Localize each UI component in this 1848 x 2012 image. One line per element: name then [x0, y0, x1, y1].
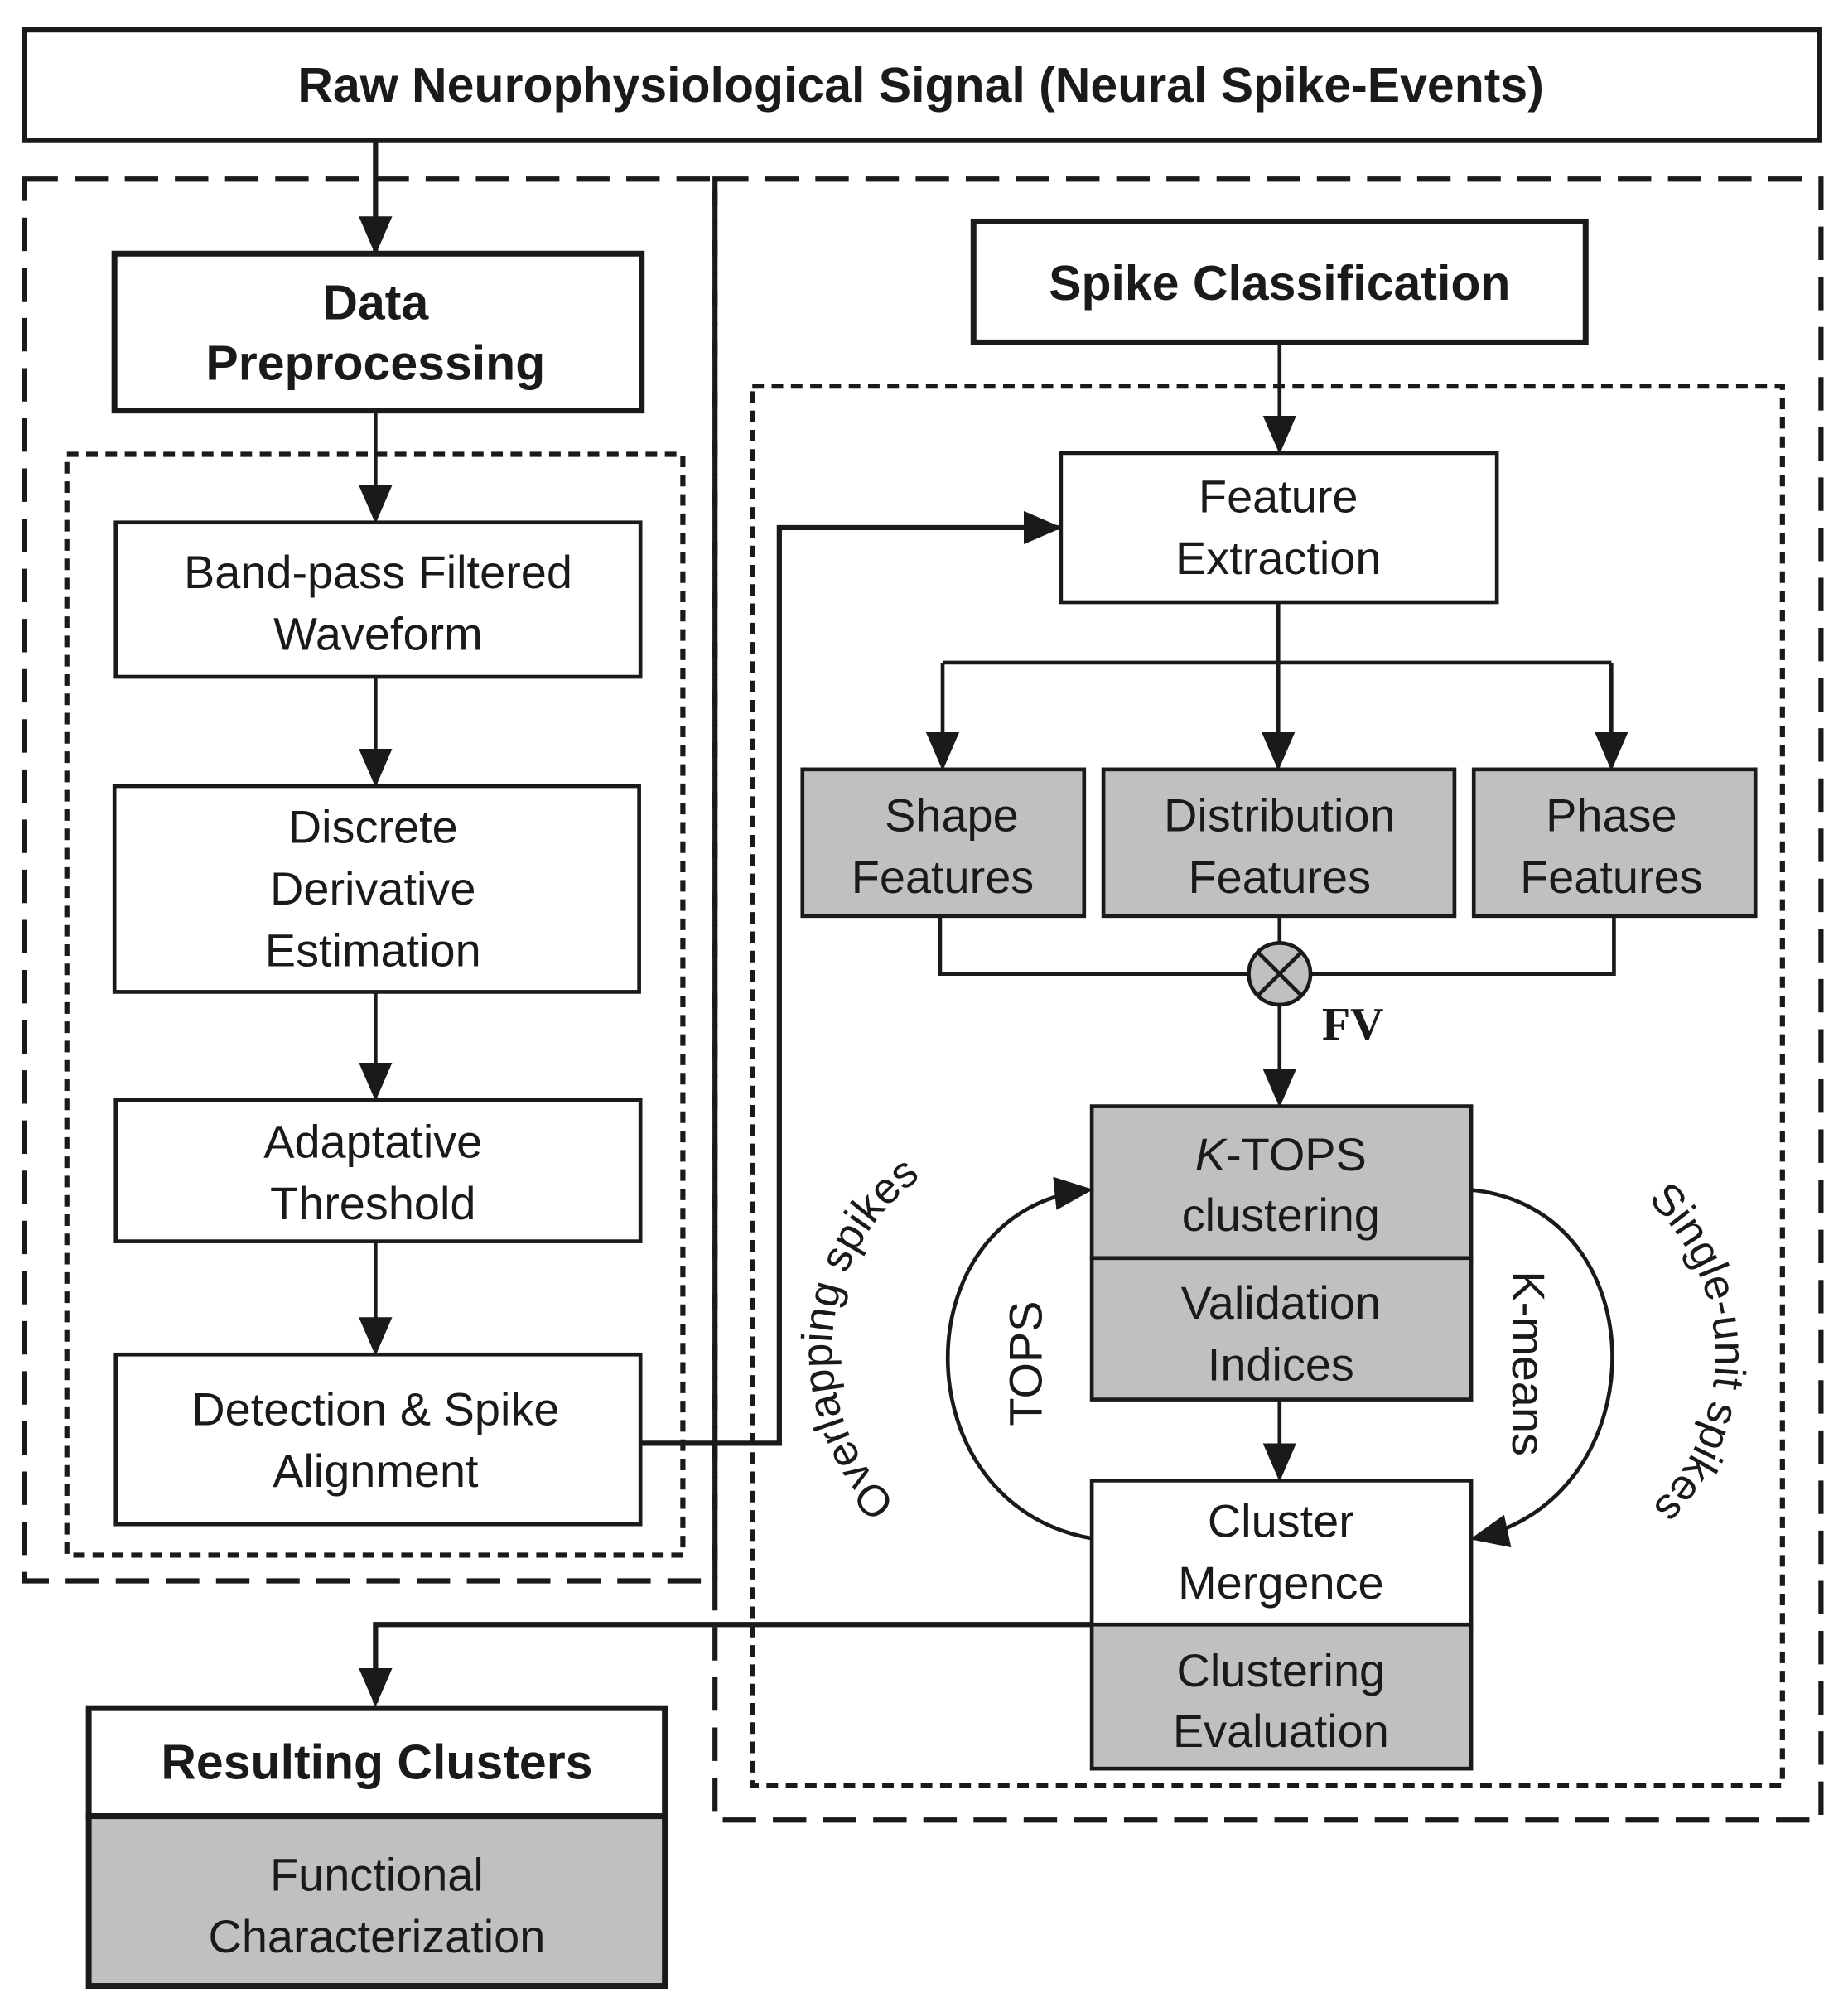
- detection-line1: Detection & Spike: [191, 1383, 559, 1435]
- raw-signal-title: Raw Neurophysiological Signal (Neural Sp…: [297, 58, 1543, 113]
- classification-region: [712, 176, 1824, 1823]
- spike-classification-box: Spike Classification: [970, 218, 1589, 345]
- threshold-box: Adaptative Threshold: [113, 1098, 643, 1243]
- cluster-mergence-box: Cluster Mergence: [1089, 1479, 1474, 1627]
- mergence-line2: Mergence: [1178, 1556, 1383, 1609]
- threshold-line1: Adaptative: [263, 1116, 482, 1168]
- ktops-italic-k: K: [1195, 1128, 1228, 1180]
- validation-indices-box: Validation Indices: [1089, 1256, 1474, 1402]
- shape-features-line2: Features: [852, 851, 1035, 903]
- derivative-line3: Estimation: [265, 924, 481, 976]
- spike-classification-title: Spike Classification: [1049, 256, 1510, 311]
- arrow-evaluation-to-results: [359, 1622, 1093, 1707]
- single-unit-spikes-label: Single-unit spikes: [1640, 1173, 1754, 1533]
- data-preprocessing-line1: Data: [322, 275, 429, 330]
- feature-extraction-box: Feature Extraction: [1059, 451, 1499, 605]
- phase-features-line1: Phase: [1546, 789, 1677, 841]
- band-pass-box: Band-pass Filtered Waveform: [113, 520, 643, 679]
- feature-extraction-line1: Feature: [1199, 470, 1358, 522]
- distribution-features-line1: Distribution: [1164, 789, 1395, 841]
- evaluation-line1: Clustering: [1177, 1644, 1386, 1696]
- clustering-evaluation-box: Clustering Evaluation: [1089, 1622, 1474, 1771]
- ktops-clustering-box: K-TOPS clustering: [1089, 1104, 1474, 1261]
- tops-feedback-arc: [946, 1176, 1093, 1541]
- ktops-line2: clustering: [1182, 1189, 1380, 1241]
- fv-label: FV: [1322, 999, 1383, 1050]
- arrow-detection-to-feature-extraction: [640, 510, 1063, 1446]
- distribution-features-box: Distribution Features: [1101, 767, 1457, 919]
- shape-features-merge-line: [938, 915, 1247, 977]
- data-preprocessing-line2: Preprocessing: [205, 335, 545, 390]
- combiner-icon: [1247, 941, 1313, 1007]
- threshold-line2: Threshold: [270, 1177, 475, 1229]
- functional-line2: Characterization: [208, 1910, 545, 1962]
- derivative-line1: Discrete: [288, 800, 458, 852]
- raw-signal-box: Raw Neurophysiological Signal (Neural Sp…: [22, 27, 1822, 143]
- shape-features-line1: Shape: [885, 789, 1019, 841]
- band-pass-line1: Band-pass Filtered: [184, 546, 572, 598]
- resulting-clusters-title: Resulting Clusters: [161, 1735, 592, 1790]
- phase-features-merge-line: [1311, 915, 1616, 977]
- overlapping-spikes-text: Overlapping spikes: [793, 1147, 927, 1529]
- detection-box: Detection & Spike Alignment: [113, 1352, 643, 1527]
- preprocessing-region: [22, 176, 718, 1584]
- derivative-line2: Derivative: [270, 862, 475, 914]
- band-pass-line2: Waveform: [273, 607, 483, 659]
- ktops-line1: K-TOPS: [1195, 1128, 1367, 1180]
- feature-extraction-line2: Extraction: [1175, 532, 1381, 584]
- kmeans-feedback-arc: [1469, 1188, 1614, 1548]
- single-unit-spikes-text: Single-unit spikes: [1640, 1173, 1754, 1533]
- distribution-features-line2: Features: [1189, 851, 1372, 903]
- functional-characterization-box: Functional Characterization: [85, 1813, 668, 1990]
- validation-line1: Validation: [1181, 1276, 1381, 1329]
- preprocessing-steps-frame: [64, 451, 686, 1558]
- overlapping-spikes-label: Overlapping spikes: [793, 1147, 927, 1529]
- ktops-suffix: -TOPS: [1226, 1128, 1367, 1180]
- k-means-label: K-means: [1503, 1271, 1555, 1456]
- resulting-clusters-box: Resulting Clusters: [85, 1705, 668, 1820]
- mergence-line1: Cluster: [1208, 1495, 1354, 1547]
- phase-features-box: Phase Features: [1471, 767, 1758, 919]
- shape-features-box: Shape Features: [800, 767, 1087, 919]
- functional-line1: Functional: [270, 1849, 484, 1901]
- validation-line2: Indices: [1208, 1338, 1354, 1390]
- detection-line2: Alignment: [273, 1445, 479, 1497]
- derivative-box: Discrete Derivative Estimation: [112, 784, 641, 994]
- evaluation-line2: Evaluation: [1173, 1705, 1389, 1757]
- phase-features-line2: Features: [1520, 851, 1702, 903]
- tops-label: TOPS: [1000, 1301, 1052, 1426]
- data-preprocessing-box: Data Preprocessing: [111, 250, 645, 414]
- classification-steps-frame: [750, 384, 1785, 1788]
